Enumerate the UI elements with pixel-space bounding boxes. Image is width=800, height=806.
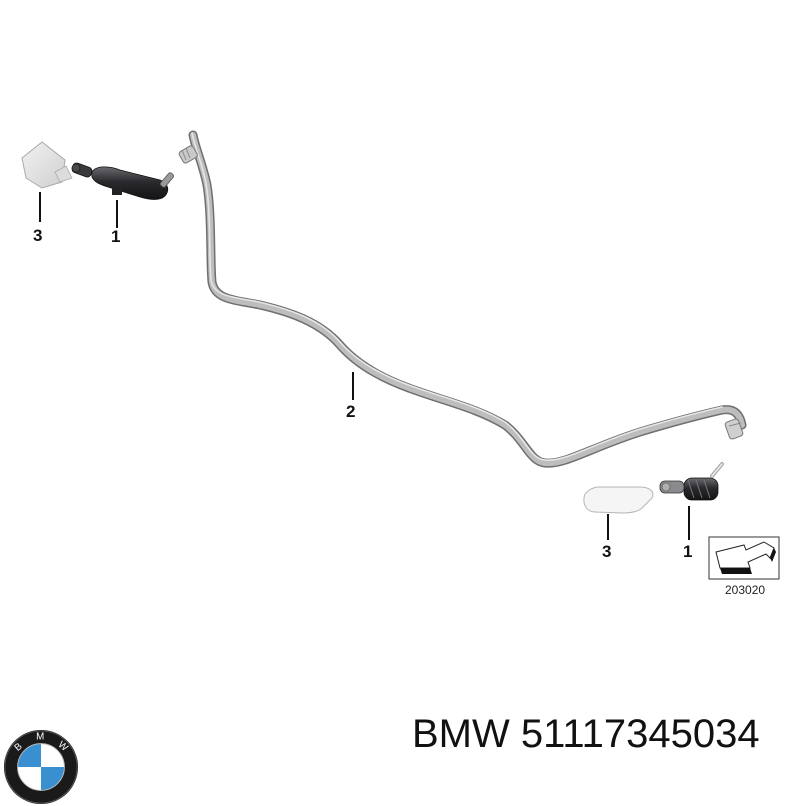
svg-text:M: M <box>36 732 44 743</box>
callout-label-hose: 2 <box>346 402 356 421</box>
bmw-logo: B M W <box>3 729 79 805</box>
callout-label-right-nozzle: 1 <box>683 542 693 561</box>
left-nozzle-cap <box>21 141 73 189</box>
right-washer-nozzle <box>659 462 724 501</box>
callout-lines <box>39 192 690 540</box>
callout-label-left-nozzle: 1 <box>111 227 121 246</box>
reference-code: 203020 <box>725 583 766 597</box>
left-washer-nozzle <box>71 162 175 200</box>
right-nozzle-cap <box>583 486 654 514</box>
washer-hose <box>178 130 747 468</box>
callout-label-left-cap: 3 <box>33 226 43 245</box>
reference-arrow-box <box>708 536 780 580</box>
callout-label-right-cap: 3 <box>602 542 612 561</box>
part-number-label: BMW 51117345034 <box>412 712 760 756</box>
